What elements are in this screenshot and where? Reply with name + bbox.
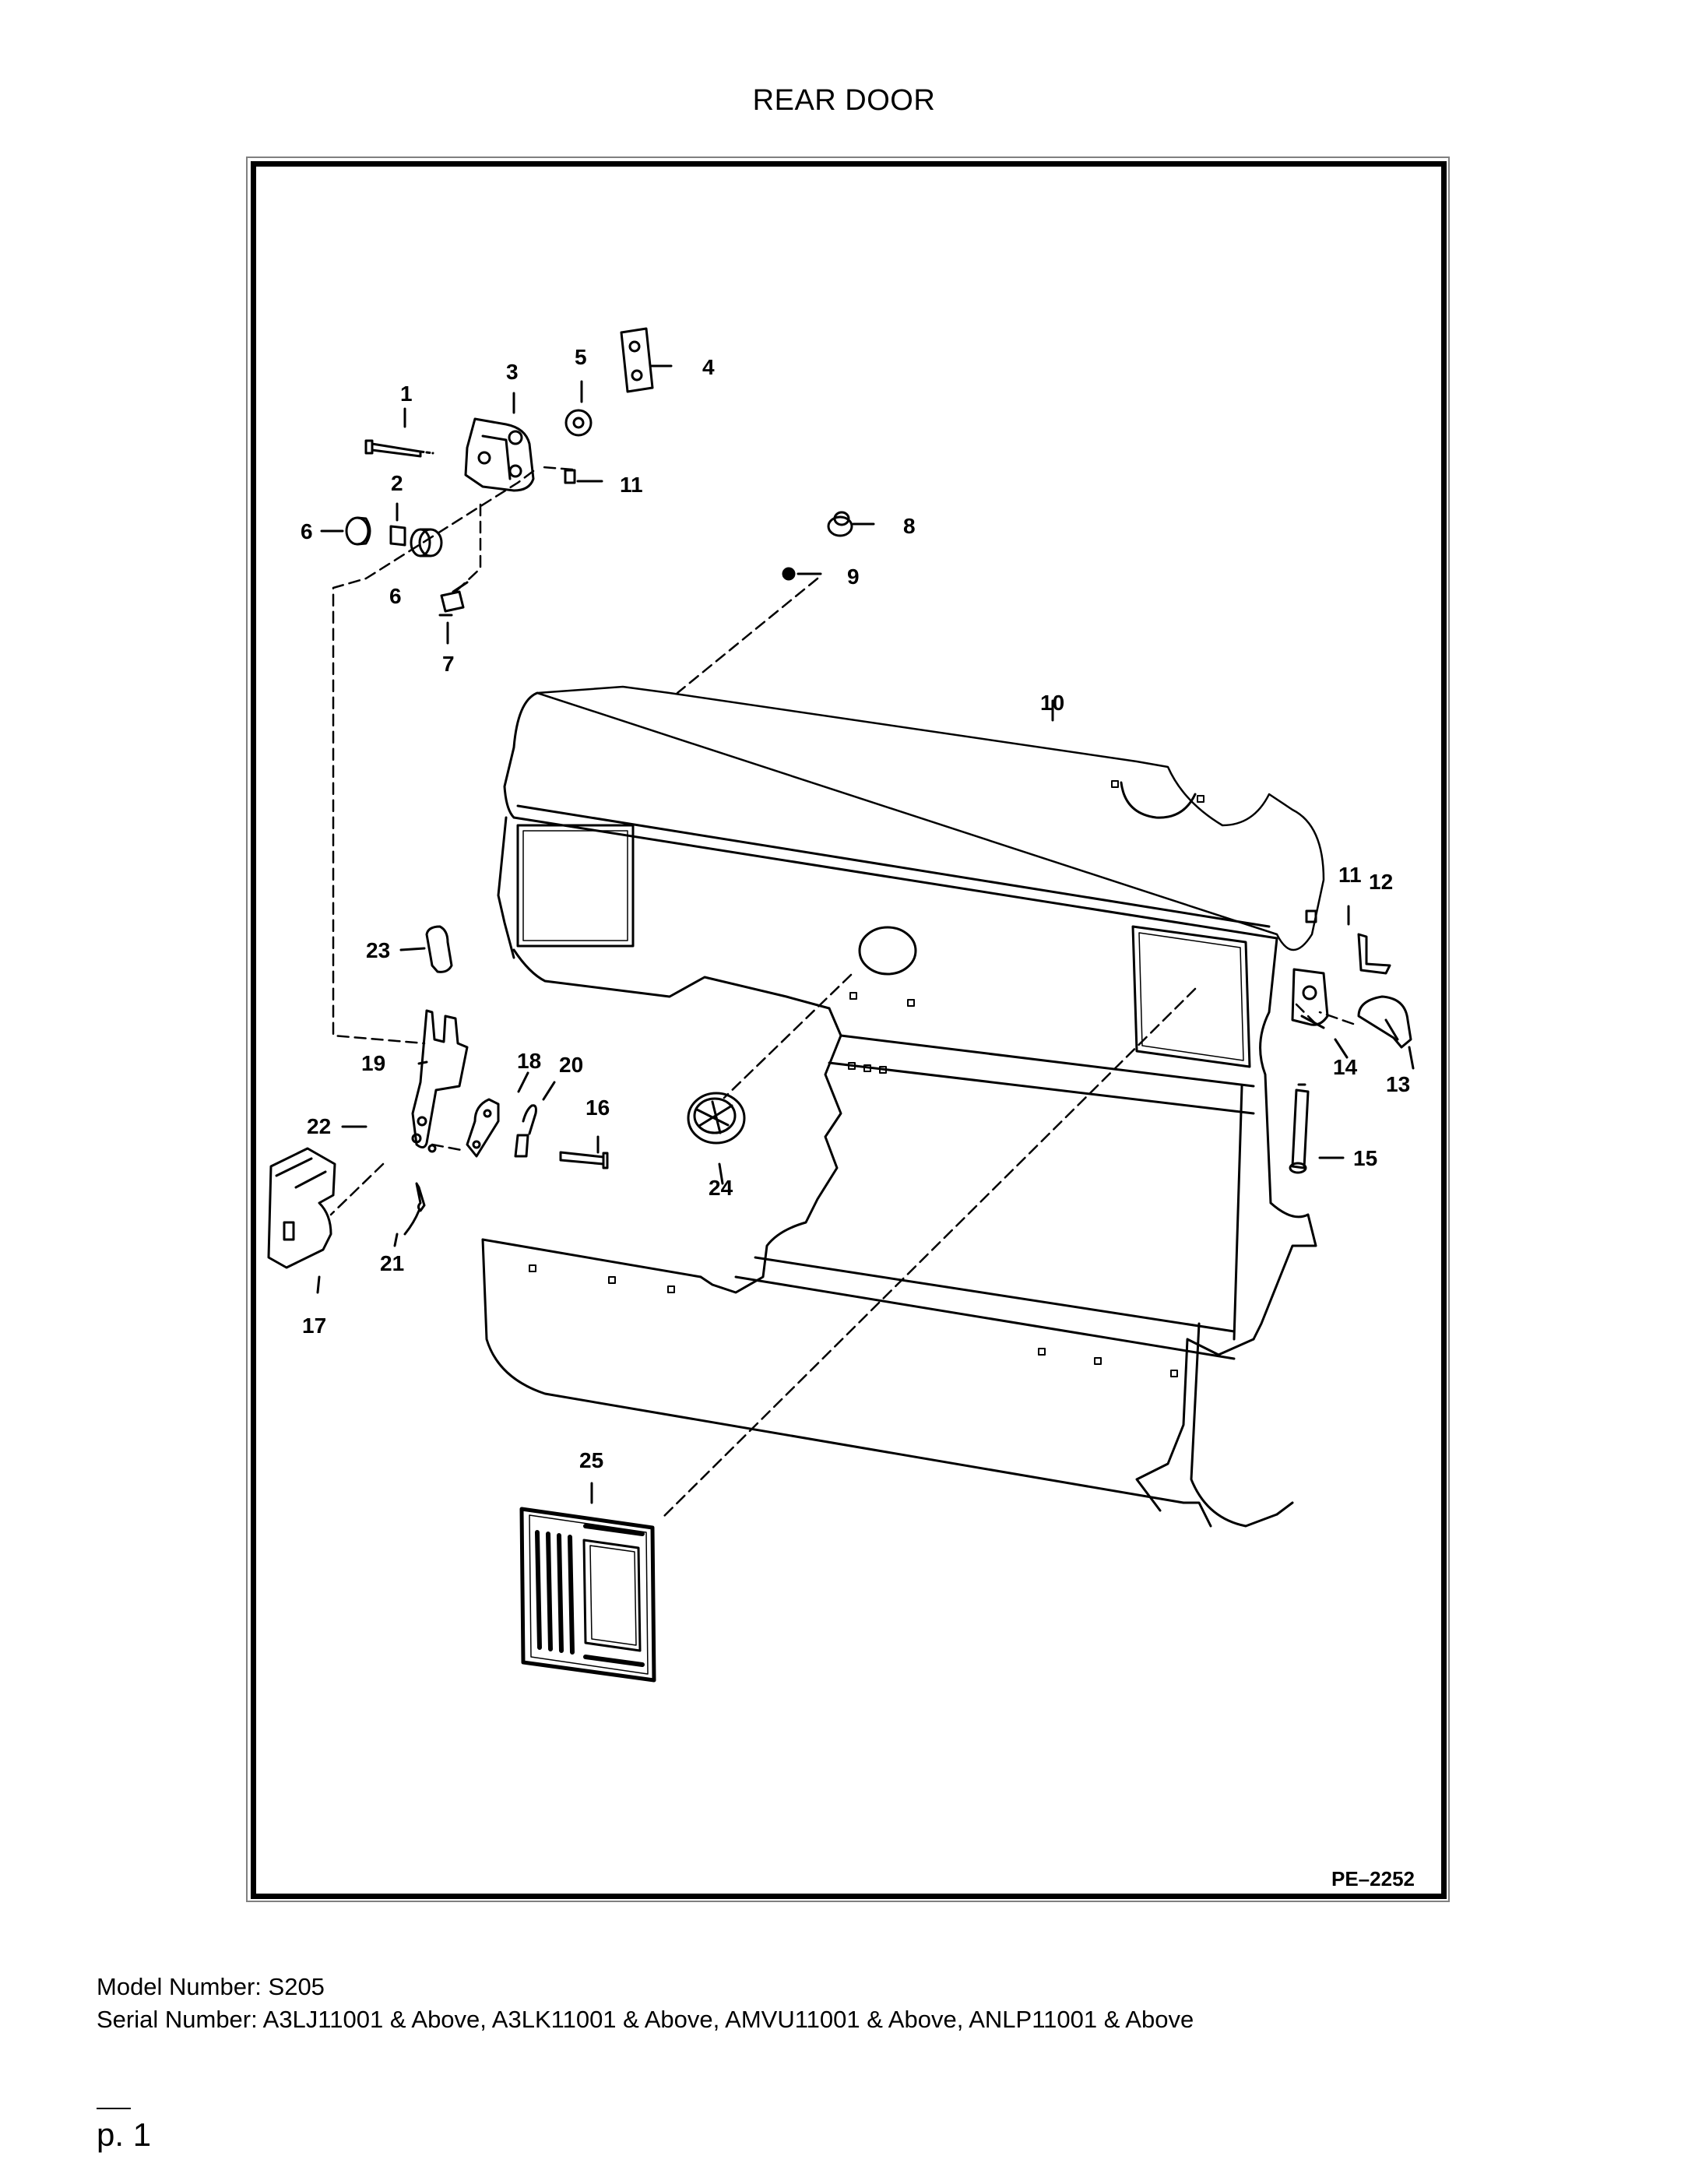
part-14-hinge	[1291, 968, 1329, 1029]
callout-8: 8	[903, 514, 916, 538]
callout-10: 10	[1040, 691, 1064, 715]
assembly-dashed-lines	[329, 466, 1355, 1520]
model-number: Model Number: S205	[97, 1973, 325, 2000]
part-4-plate	[620, 327, 654, 393]
callout-4: 4	[702, 355, 715, 379]
diagram-frame	[251, 161, 1447, 1899]
footer-rule	[97, 2108, 131, 2109]
callout-14: 14	[1333, 1055, 1358, 1079]
callout-21: 21	[380, 1251, 404, 1275]
callout-leaders	[316, 364, 1415, 1504]
part-22-pin	[427, 1144, 437, 1153]
door-holes	[529, 780, 1204, 1377]
part-24-knob	[687, 1092, 746, 1145]
callout-23: 23	[366, 938, 390, 962]
part-2-spacer	[389, 525, 406, 547]
part-23-handle	[425, 925, 453, 973]
part-12-clip	[1357, 933, 1391, 975]
part-17-latch-housing	[267, 1147, 336, 1269]
page-title: REAR DOOR	[752, 84, 936, 117]
callout-15: 15	[1353, 1146, 1377, 1170]
callout-1: 1	[400, 382, 413, 406]
callout-19: 19	[361, 1051, 385, 1075]
callout-6b: 6	[389, 584, 402, 608]
callout-24: 24	[709, 1176, 733, 1200]
part-11-nut-right	[1305, 909, 1317, 923]
callout-25: 25	[579, 1448, 603, 1472]
part-9-washer	[782, 567, 796, 581]
part-5-washer	[564, 409, 593, 437]
part-20-spring	[514, 1104, 537, 1158]
page-number: p. 1	[97, 2116, 152, 2153]
callout-9: 9	[847, 564, 860, 589]
callout-18: 18	[517, 1049, 541, 1073]
part-19-lever	[411, 1009, 469, 1148]
callout-17: 17	[302, 1314, 326, 1338]
part-21-spring	[403, 1182, 426, 1236]
callout-3: 3	[506, 360, 519, 384]
part-7-bolt	[440, 581, 469, 613]
part-6-bushing-2	[410, 528, 443, 557]
door-panel	[481, 685, 1325, 1528]
callout-13: 13	[1386, 1072, 1410, 1096]
callout-22: 22	[307, 1114, 331, 1138]
part-16-bolt	[559, 1151, 609, 1169]
callout-5: 5	[575, 345, 587, 369]
callout-6: 6	[301, 519, 313, 543]
part-25-grille	[519, 1507, 656, 1683]
part-13-latch	[1357, 995, 1412, 1049]
part-15-pin	[1289, 1083, 1310, 1174]
callout-2: 2	[391, 471, 403, 495]
part-11-nut	[564, 469, 576, 484]
callout-7: 7	[442, 652, 455, 676]
callout-labels: 1 2 3 4 5 6 6 7 8 9 10 11 11 12 13 14 15…	[301, 345, 1410, 1472]
drawing-code: PE–2252	[1331, 1867, 1415, 1890]
serial-number: Serial Number: A3LJ11001 & Above, A3LK11…	[97, 2006, 1194, 2033]
part-18-cam	[466, 1098, 500, 1158]
callout-12: 12	[1369, 870, 1393, 894]
part-3-hinge	[464, 417, 535, 492]
diagram-frame-outer	[246, 157, 1450, 1902]
part-6-bushing	[345, 516, 371, 546]
part-8-nut	[827, 511, 853, 537]
callout-16: 16	[586, 1096, 610, 1120]
callout-20: 20	[559, 1053, 583, 1077]
part-1-bolt	[364, 439, 434, 458]
callout-11: 11	[620, 473, 643, 497]
callout-11b: 11	[1338, 863, 1362, 887]
